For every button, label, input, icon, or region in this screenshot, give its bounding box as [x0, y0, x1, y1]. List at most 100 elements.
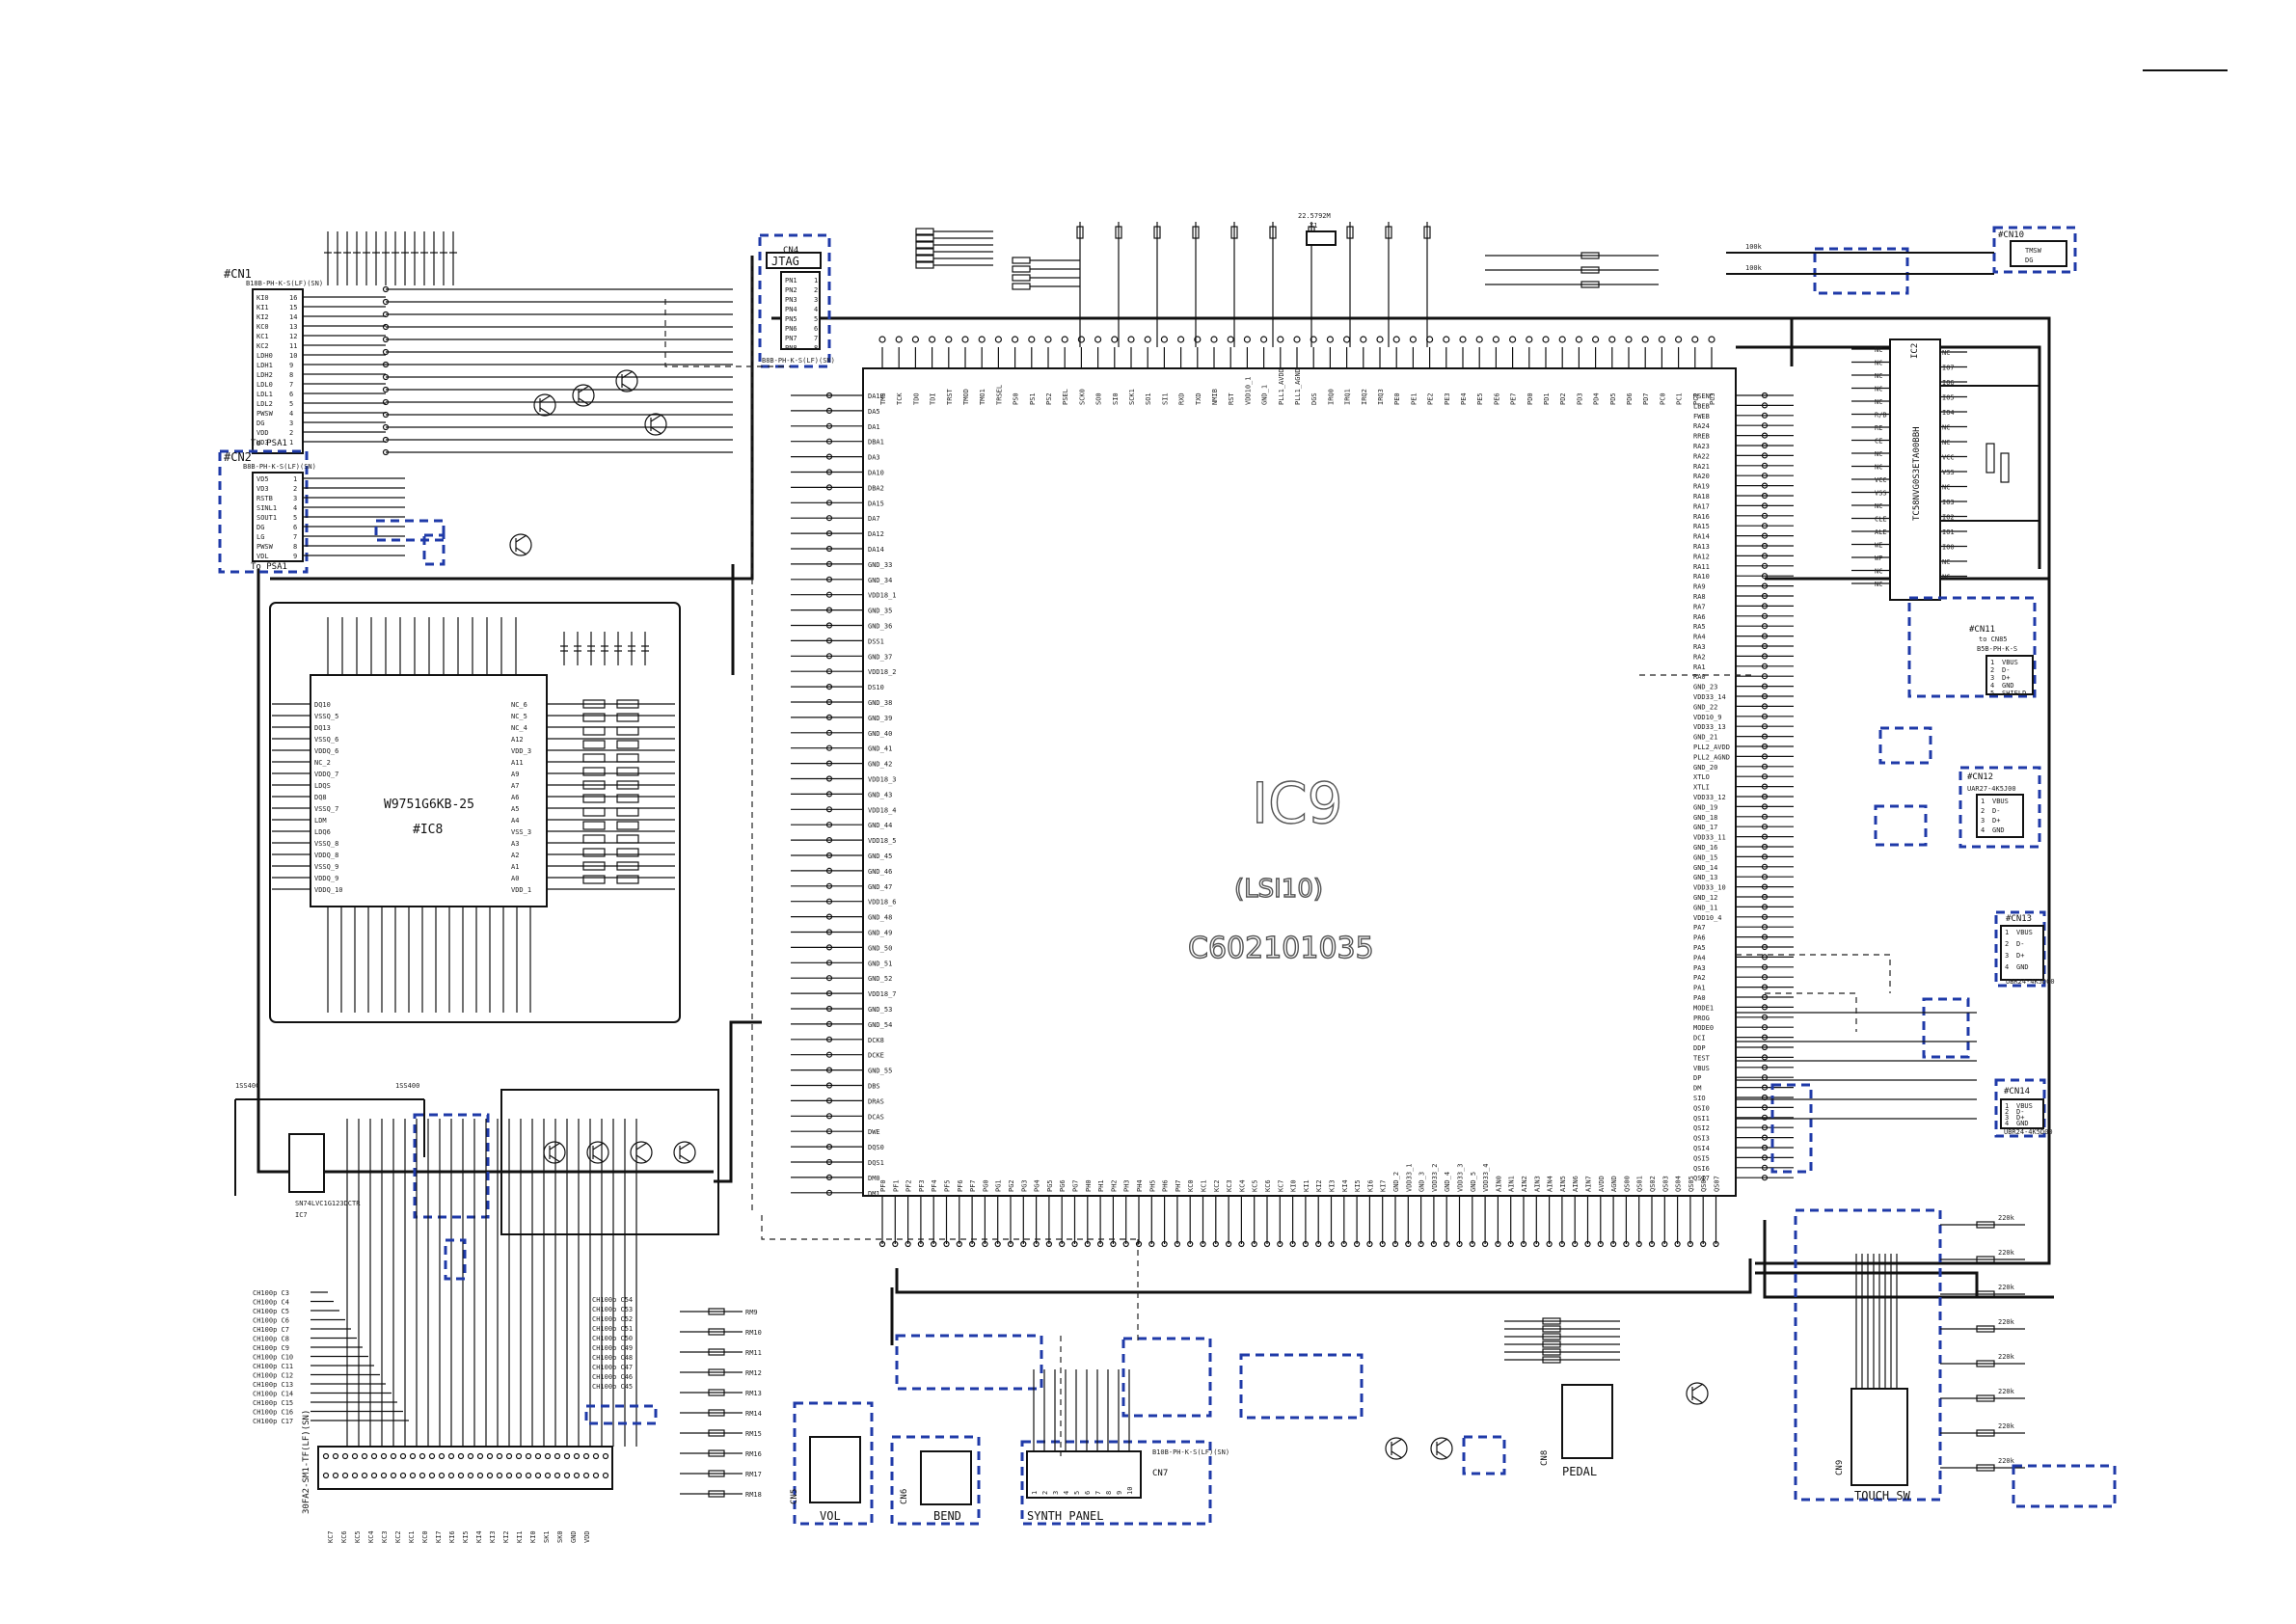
cn1-pin-num: 6: [289, 391, 293, 398]
transistor-collector: [1691, 1383, 1704, 1392]
cn1-pin-num: 1: [289, 439, 293, 447]
cn12-ref: #CN12: [1967, 772, 1993, 782]
pin-pad: [905, 1240, 911, 1248]
pin-pad: [825, 683, 833, 690]
ic9-right-pin: RA16: [1693, 513, 1710, 521]
transistor-emitter: [621, 383, 634, 392]
cn1-pin: LDH2: [257, 371, 273, 379]
res-label: RM10: [745, 1329, 762, 1337]
ic8-left-pin: LDQ6: [314, 828, 331, 836]
ic8-decoupling-caps: [560, 632, 649, 665]
cn3-signal: KI1: [516, 1530, 524, 1543]
ic9-right-pin: GND_22: [1693, 703, 1717, 711]
ic9-bottom-pin: KC0: [1187, 1179, 1195, 1192]
transistor-emitter: [515, 547, 527, 555]
ic9-right-pin: VDD10_9: [1693, 714, 1722, 721]
cap-label: CH100p C11: [253, 1363, 293, 1370]
transistor-collector: [650, 414, 662, 422]
cn11-pin-num: 3: [1990, 674, 1994, 682]
pin-pad: [1761, 633, 1769, 639]
resistor: [1012, 257, 1031, 264]
ic9-top-pin: PE3: [1444, 392, 1451, 405]
ic9-bottom-pin: PH0: [1085, 1179, 1093, 1192]
ic9-right-pin: QSI1: [1693, 1115, 1710, 1123]
pin-pad: [825, 545, 833, 553]
cn13-pin-num: 3: [2005, 952, 2009, 960]
ic8-right-pin: VDD_3: [511, 747, 531, 755]
ic9-bottom-pin: GND_4: [1444, 1172, 1451, 1192]
cn2-frame: [218, 449, 309, 574]
ic9-top-pin: TCK: [896, 392, 904, 405]
dashed-bus: [664, 260, 1891, 1456]
ic9-right-pin: GND_18: [1693, 814, 1717, 822]
pin-pad: [825, 668, 833, 675]
pin-pad: [1259, 336, 1268, 343]
cn7-pin-num: 3: [1052, 1491, 1060, 1495]
pin-pad: [1542, 336, 1550, 343]
cap-ground: [1076, 226, 1084, 239]
ic8-left-pin: DQ10: [314, 701, 331, 709]
ic9-left-pin: GND_42: [868, 761, 892, 769]
ic8-right-pin: A1: [511, 863, 519, 871]
cn3-signal: KI4: [475, 1530, 483, 1543]
cn1-pin: LDH1: [257, 362, 273, 369]
cn3-pad: [351, 1472, 359, 1479]
ic9-left-pin: GND_51: [868, 960, 892, 967]
transistor: [533, 393, 556, 417]
cn1-ref: #CN1: [224, 267, 252, 281]
cn3-pad: [505, 1452, 513, 1460]
pin-pad: [1061, 336, 1068, 343]
ic9-right-pin: GND_11: [1693, 904, 1717, 911]
cn3-pad: [428, 1452, 436, 1460]
transistor: [509, 533, 532, 556]
ic9-top-pin: SO1: [1145, 392, 1152, 405]
ic9-right-pin: DP: [1693, 1074, 1701, 1082]
res-value: 220k: [1998, 1249, 2015, 1257]
cn3-pad: [554, 1452, 561, 1460]
ic9-bottom-pin: QS01: [1636, 1176, 1644, 1192]
transistor: [1385, 1437, 1408, 1460]
resistor: [616, 780, 639, 790]
ic9-top-pin: PC2: [1692, 392, 1700, 405]
resistor: [1542, 1325, 1561, 1333]
pin-pad: [825, 392, 833, 399]
cn4-pin-num: 4: [814, 306, 818, 313]
cn14-pin-num: 2: [2005, 1108, 2009, 1116]
cn3-body: [317, 1446, 613, 1490]
ic9-bottom-pin: QS03: [1661, 1176, 1669, 1192]
ic9-left-pin: DM1: [868, 1190, 880, 1198]
resistor: [582, 875, 606, 884]
ic9-bottom-pin: GND_2: [1392, 1172, 1400, 1192]
ic2-left-pin: VCC: [1875, 476, 1887, 484]
ic9-bottom-pin: KI3: [1329, 1179, 1337, 1192]
pin-pad: [825, 591, 833, 598]
ic9-top-pin: SCK0: [1078, 389, 1086, 405]
ic2-left-pin: R/B: [1875, 412, 1887, 420]
transistor-collector: [679, 1142, 691, 1150]
ic9-left-pin: VDD18_2: [868, 668, 897, 676]
ic9-right-pin: RA6: [1693, 613, 1706, 621]
resistor: [616, 794, 639, 803]
pin-pad: [1481, 1240, 1489, 1248]
cn3-pad: [341, 1472, 349, 1479]
cn1-pin-num: 2: [289, 429, 293, 437]
cn7-frame: [1020, 1440, 1212, 1526]
ic8-right-pin: A4: [511, 817, 519, 825]
pin-pad: [825, 1051, 833, 1058]
cn14-pin-num: 4: [2005, 1120, 2009, 1127]
pin-pad: [1340, 1240, 1347, 1248]
ic9-right-pin: PA1: [1693, 985, 1706, 992]
cn3-signal: KI3: [489, 1530, 497, 1543]
cn1-pin-num: 4: [289, 410, 293, 418]
ic9-bottom-pin: PH1: [1097, 1179, 1105, 1192]
pedal-lines: [1504, 1317, 1620, 1364]
resistor: [582, 861, 606, 871]
cn9-frame: [1794, 1208, 1942, 1502]
svg-text:CN9: CN9: [1835, 1460, 1845, 1475]
ic9-top-pin: GND_1: [1261, 385, 1269, 405]
resistor: [1976, 1221, 1995, 1229]
pin-pad: [1761, 863, 1769, 870]
cn10-frame: [1992, 226, 2077, 274]
